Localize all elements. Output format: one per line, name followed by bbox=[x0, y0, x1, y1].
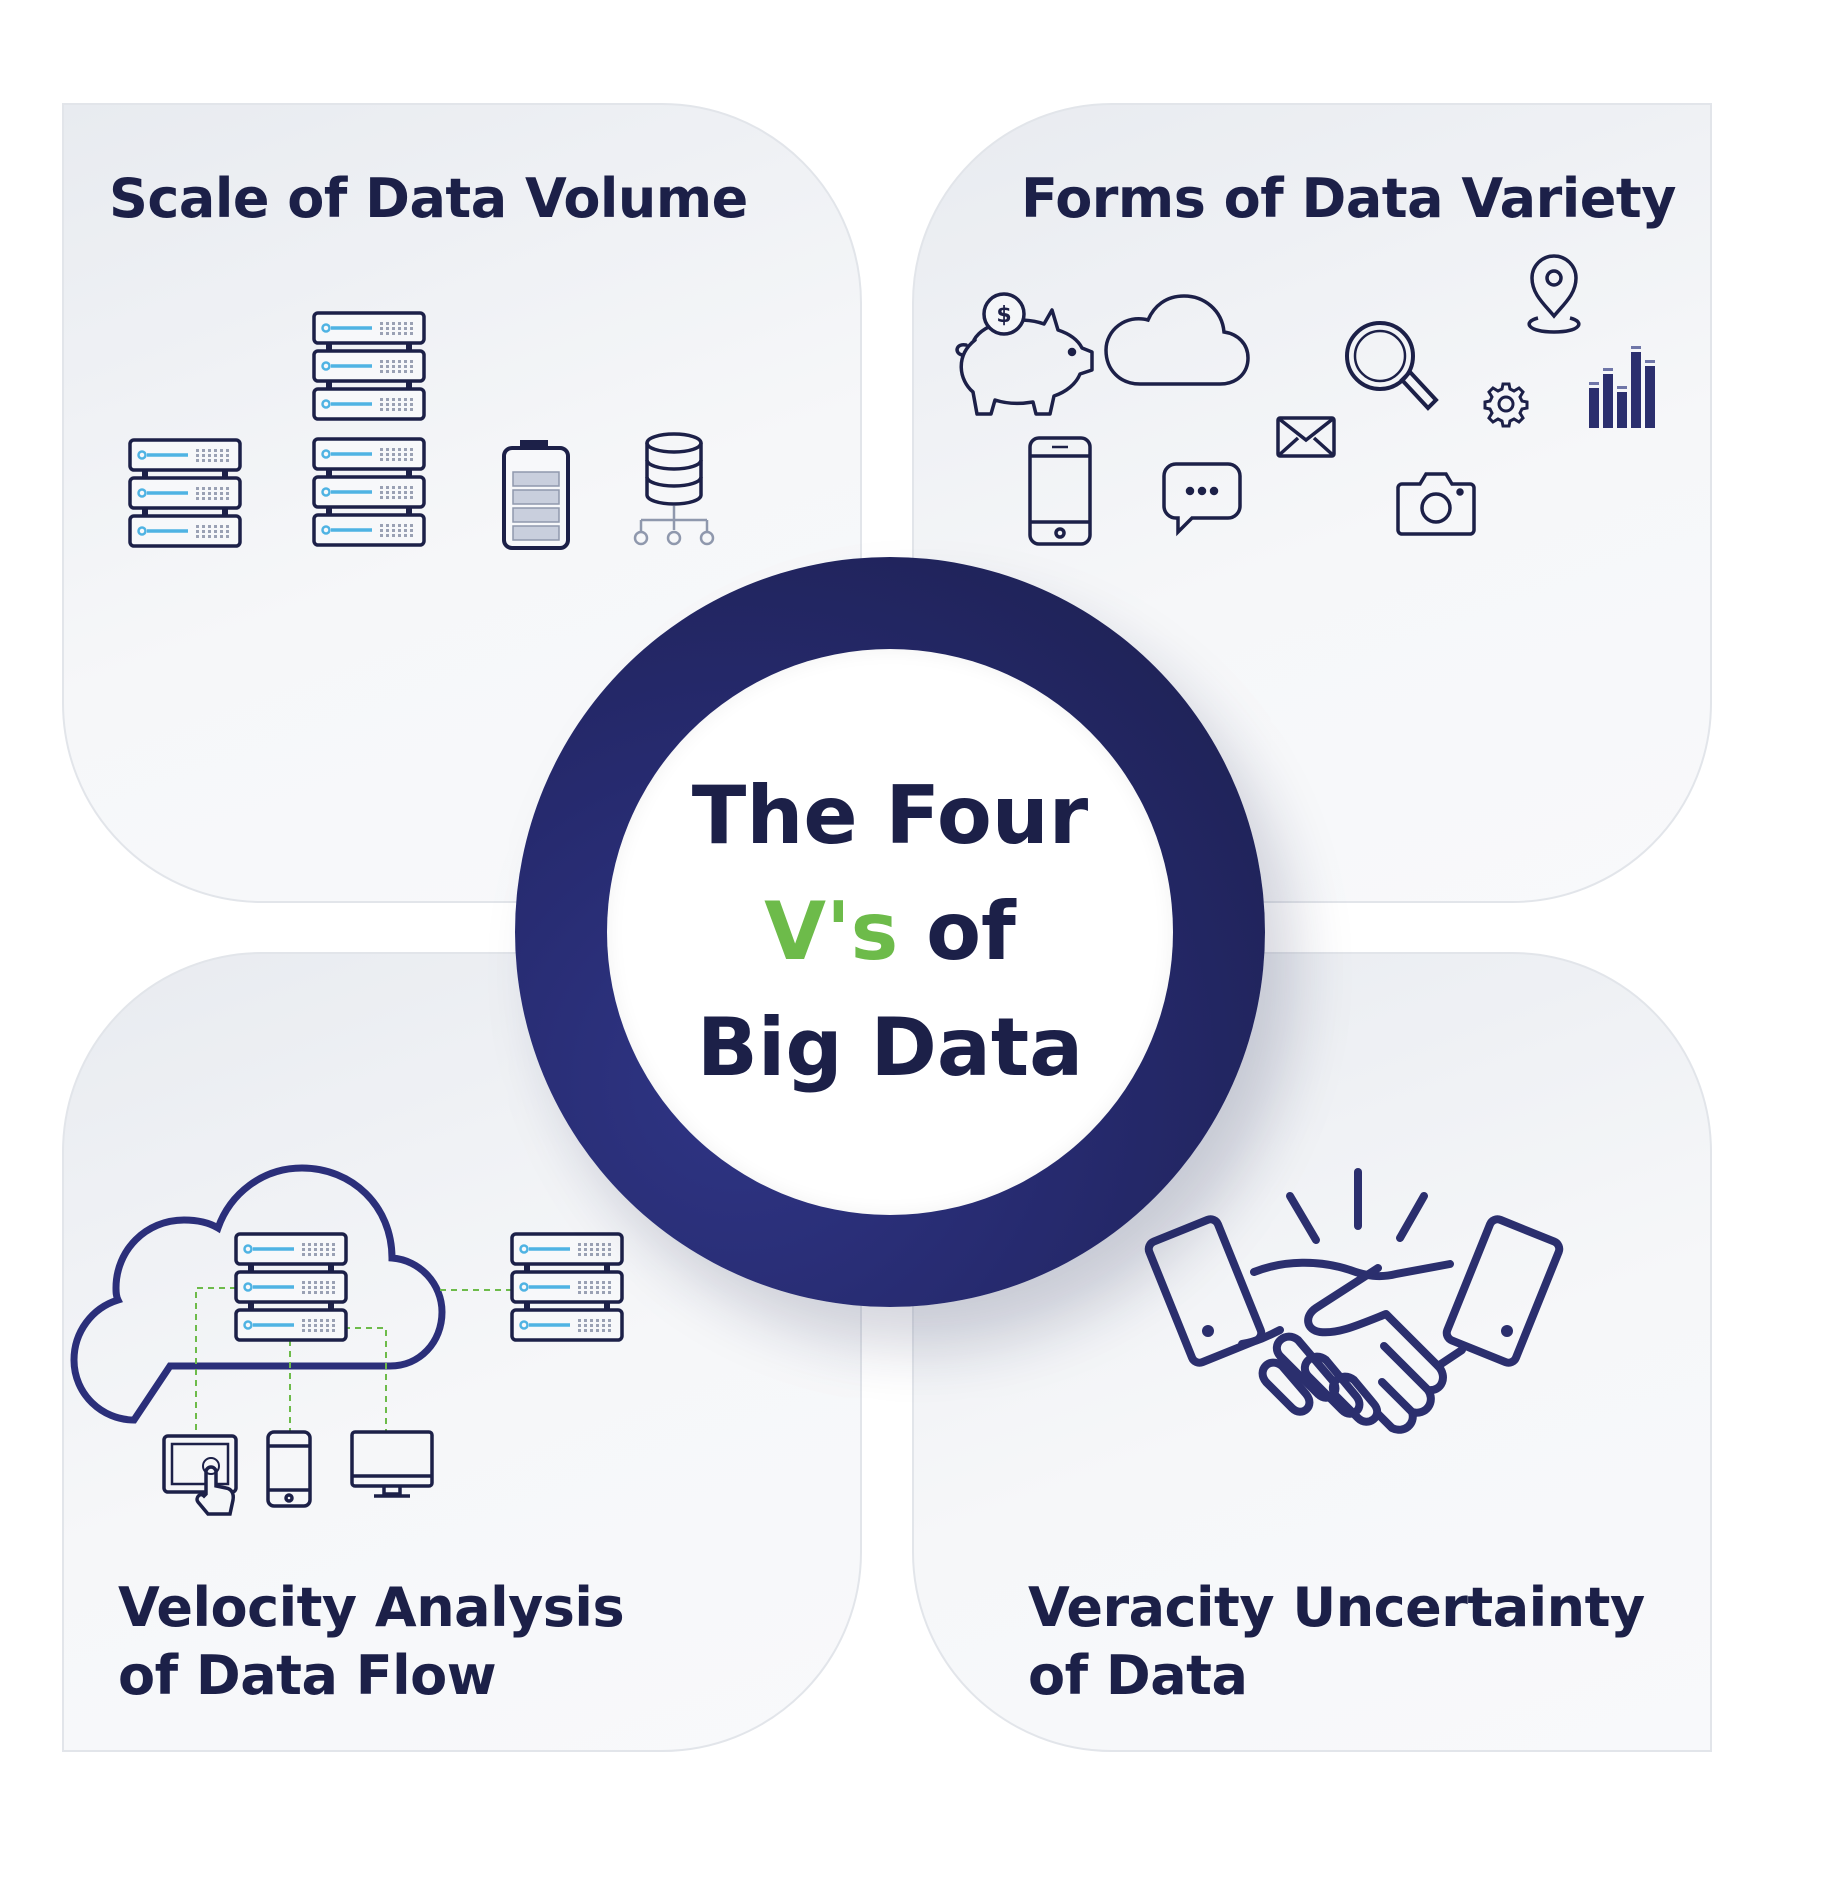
center-disc bbox=[607, 649, 1173, 1215]
veracity-title-line2: of Data bbox=[1028, 1644, 1248, 1707]
handshake-icon bbox=[1144, 1168, 1564, 1434]
svg-text:$: $ bbox=[996, 303, 1011, 328]
database-network-icon bbox=[633, 432, 715, 546]
velocity-title-line2: of Data Flow bbox=[118, 1644, 497, 1707]
piggy-bank-icon: $ bbox=[955, 292, 1094, 416]
volume-title: Scale of Data Volume bbox=[109, 167, 748, 230]
veracity-title: Veracity Uncertainty of Data bbox=[1028, 1574, 1645, 1710]
monitor-icon bbox=[350, 1430, 434, 1498]
camera-icon bbox=[1396, 472, 1476, 536]
center-title: The Four V's of Big Data bbox=[607, 649, 1173, 1215]
variety-title: Forms of Data Variety bbox=[1021, 167, 1676, 230]
location-pin-icon bbox=[1527, 254, 1581, 334]
bar-chart-icon bbox=[1589, 346, 1655, 428]
tablet-touch-icon bbox=[162, 1434, 238, 1516]
veracity-title-line1: Veracity Uncertainty bbox=[1028, 1576, 1645, 1639]
center-title-of: of bbox=[926, 885, 1016, 978]
server-icon bbox=[510, 1232, 624, 1342]
server-stack-icon bbox=[312, 311, 426, 547]
velocity-title: Velocity Analysis of Data Flow bbox=[118, 1574, 625, 1710]
center-title-line1: The Four bbox=[691, 769, 1089, 862]
magnifier-icon bbox=[1345, 321, 1439, 411]
cloud-icon bbox=[1104, 294, 1250, 386]
center-title-accent: V's bbox=[764, 885, 899, 978]
variety-panel: Forms of Data Variety bbox=[912, 103, 1712, 903]
cloud-server-icon bbox=[70, 1164, 512, 1432]
center-title-line2: V's of bbox=[764, 874, 1016, 990]
server-rack-icon bbox=[128, 438, 242, 548]
center-title-line3: Big Data bbox=[696, 1001, 1084, 1094]
gear-icon bbox=[1483, 382, 1529, 428]
velocity-title-line1: Velocity Analysis bbox=[118, 1576, 625, 1639]
smartphone-icon bbox=[1028, 436, 1092, 546]
battery-icon bbox=[502, 440, 570, 550]
smartphone-icon bbox=[266, 1430, 312, 1508]
chat-bubble-icon bbox=[1162, 462, 1242, 537]
envelope-icon bbox=[1276, 416, 1336, 458]
